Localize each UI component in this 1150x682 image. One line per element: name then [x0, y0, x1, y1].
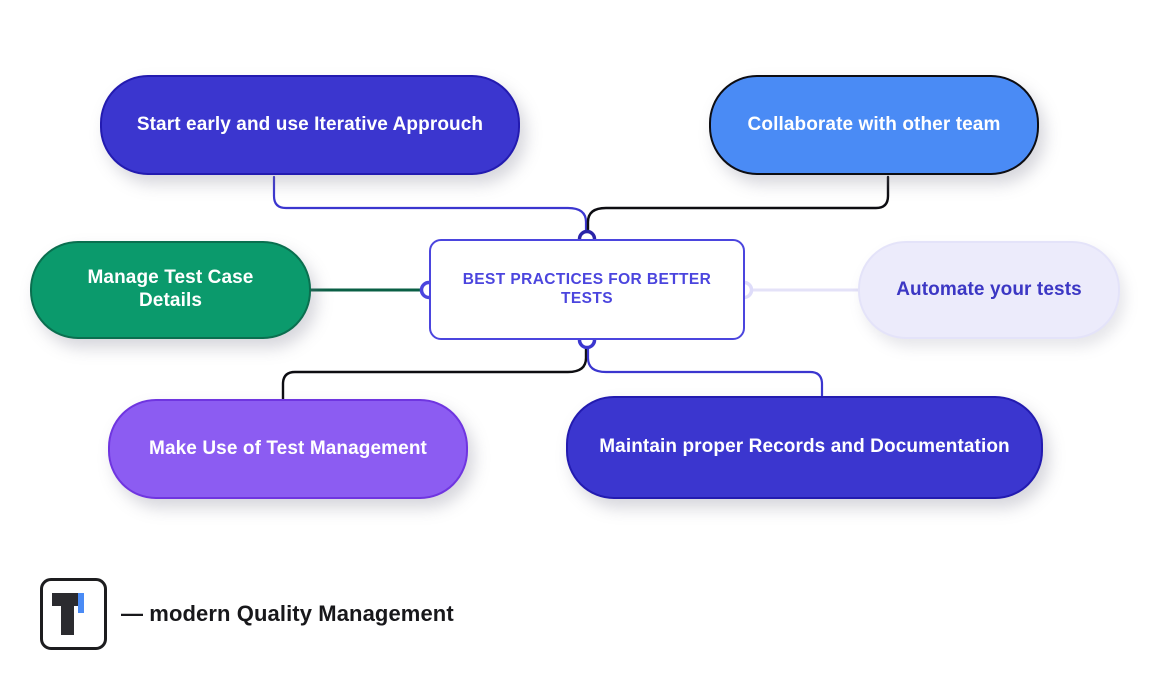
node-collaborate-label: Collaborate with other team — [747, 113, 1001, 135]
edge-make-use-to-hub — [281, 346, 588, 402]
node-automate[interactable]: Automate your tests — [858, 241, 1120, 339]
node-manage-test-case[interactable]: Manage Test Case Details — [30, 241, 311, 339]
node-center-hub[interactable]: BEST PRACTICES FOR BETTER TESTS — [429, 239, 745, 340]
node-manage-test-case-label: Manage Test Case Details — [87, 267, 254, 311]
node-automate-label: Automate your tests — [896, 278, 1082, 300]
node-maintain[interactable]: Maintain proper Records and Documentatio… — [566, 396, 1043, 499]
footer-label: — modern Quality Management — [121, 601, 454, 626]
node-maintain-label: Maintain proper Records and Documentatio… — [599, 436, 1010, 458]
node-collaborate[interactable]: Collaborate with other team — [709, 75, 1039, 175]
edge-start-early-to-hub — [272, 175, 588, 234]
node-make-use[interactable]: Make Use of Test Management — [108, 399, 468, 499]
testsigma-logo-icon — [40, 578, 107, 650]
node-make-use-label: Make Use of Test Management — [149, 437, 427, 459]
node-center-hub-label: BEST PRACTICES FOR BETTER TESTS — [462, 270, 712, 307]
edge-collaborate-to-hub — [586, 175, 890, 234]
edge-maintain-to-hub — [586, 346, 824, 399]
node-start-early-label: Start early and use Iterative Approuch — [136, 113, 484, 135]
footer-brand: — modern Quality Management — [40, 578, 454, 650]
node-start-early[interactable]: Start early and use Iterative Approuch — [100, 75, 520, 175]
